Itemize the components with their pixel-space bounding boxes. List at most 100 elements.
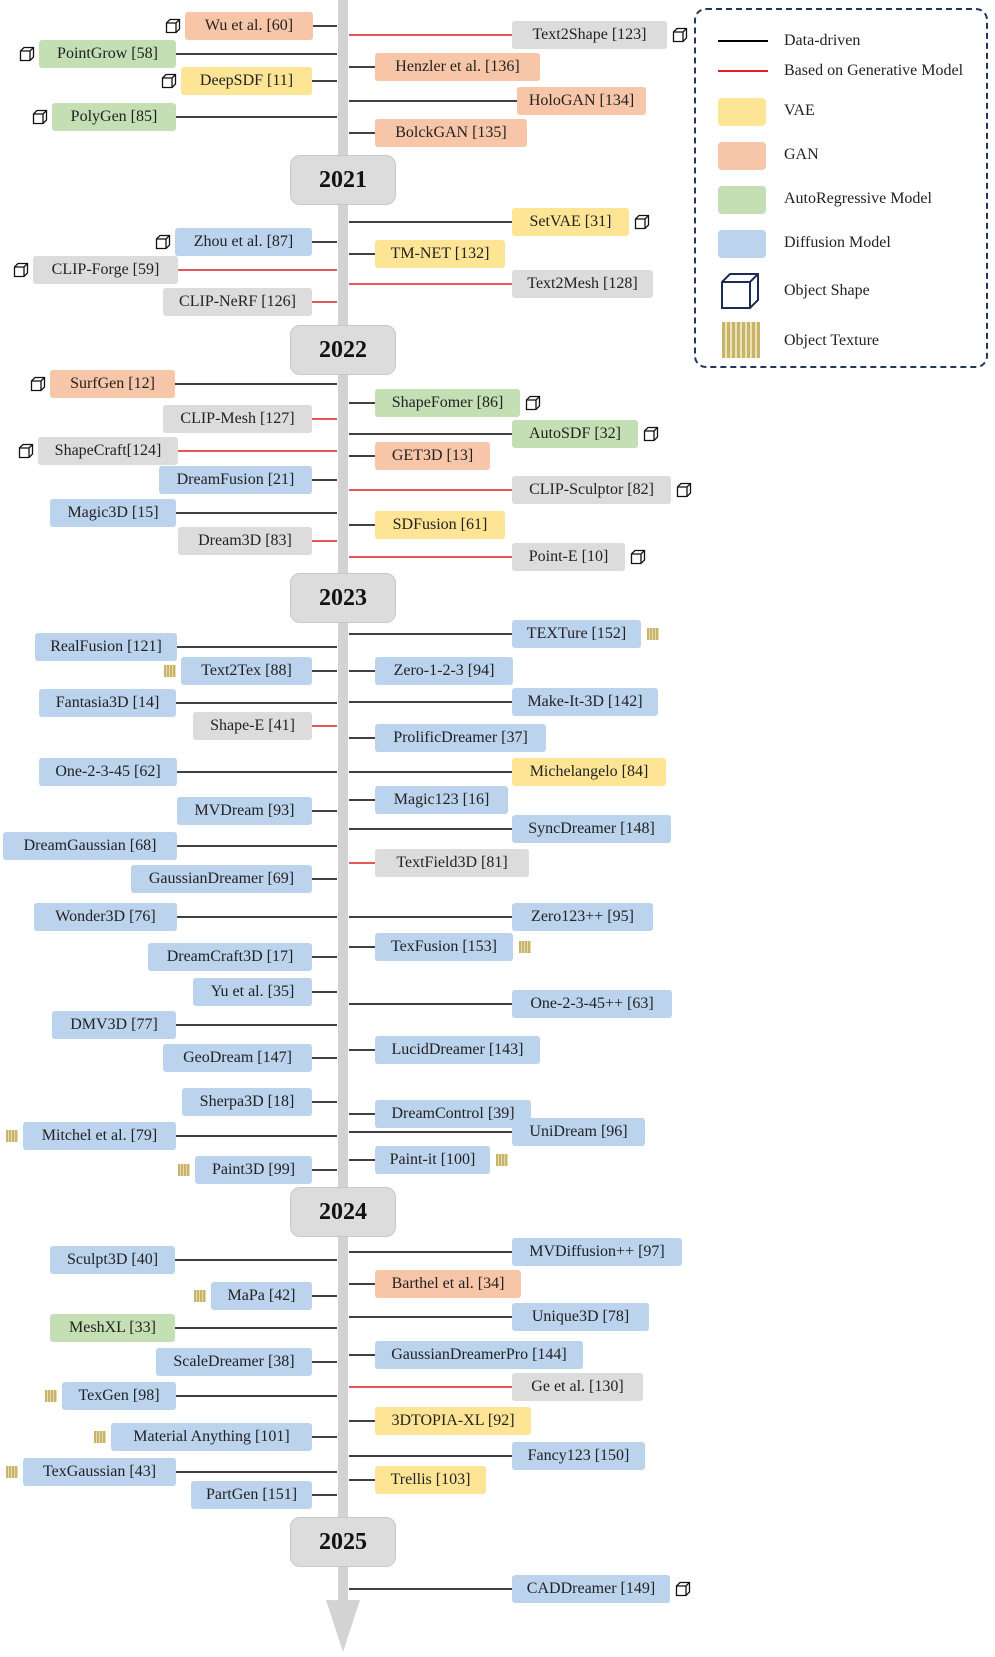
legend-texture: Object Texture (696, 322, 986, 358)
method-box[interactable]: GET3D [13] (375, 442, 490, 470)
method-box[interactable]: AutoSDF [32] (512, 420, 638, 448)
method-box[interactable]: Material Anything [101] (111, 1423, 312, 1451)
cube-icon (525, 395, 541, 411)
method-box[interactable]: Fantasia3D [14] (39, 689, 176, 717)
year-badge-2022: 2022 (290, 325, 396, 375)
texture-icon (722, 322, 760, 358)
method-box[interactable]: TEXTure [152] (512, 620, 641, 648)
cube-icon (18, 443, 34, 459)
method-box[interactable]: Paint3D [99] (195, 1156, 312, 1184)
method-box[interactable]: BolckGAN [135] (375, 119, 527, 147)
method-box[interactable]: Shape-E [41] (193, 712, 312, 740)
texture-icon (519, 941, 531, 953)
method-box[interactable]: HoloGAN [134] (517, 87, 646, 115)
method-box[interactable]: Text2Shape [123] (512, 21, 667, 49)
method-box[interactable]: RealFusion [121] (35, 633, 177, 661)
method-box[interactable]: GeoDream [147] (163, 1044, 312, 1072)
cube-icon (675, 1581, 691, 1597)
method-box[interactable]: Text2Tex [88] (181, 657, 312, 685)
legend-label: Based on Generative Model (784, 62, 964, 79)
year-badge-2025: 2025 (290, 1517, 396, 1567)
method-box[interactable]: DreamCraft3D [17] (148, 943, 312, 971)
method-box[interactable]: Make-It-3D [142] (512, 688, 658, 716)
method-box[interactable]: CADDreamer [149] (512, 1575, 670, 1603)
method-box[interactable]: MaPa [42] (211, 1282, 312, 1310)
method-box[interactable]: Henzler et al. [136] (375, 53, 540, 81)
method-box[interactable]: ScaleDreamer [38] (156, 1348, 312, 1376)
method-box[interactable]: PartGen [151] (191, 1481, 312, 1509)
method-box[interactable]: One-2-3-45++ [63] (512, 990, 672, 1018)
method-box[interactable]: Barthel et al. [34] (375, 1270, 521, 1298)
method-box[interactable]: Zero-1-2-3 [94] (375, 657, 513, 685)
legend-label: VAE (784, 102, 815, 119)
year-badge-2023: 2023 (290, 573, 396, 623)
method-box[interactable]: Unique3D [78] (512, 1303, 649, 1331)
method-box[interactable]: Sherpa3D [18] (182, 1088, 312, 1116)
method-box[interactable]: 3DTOPIA-XL [92] (375, 1407, 531, 1435)
method-box[interactable]: ShapeFomer [86] (375, 389, 520, 417)
cube-icon (165, 18, 181, 34)
method-box[interactable]: PolyGen [85] (52, 103, 176, 131)
cube-icon (161, 73, 177, 89)
method-box[interactable]: SurfGen [12] (50, 370, 175, 398)
method-box[interactable]: DeepSDF [11] (181, 67, 312, 95)
method-box[interactable]: GaussianDreamer [69] (131, 865, 312, 893)
method-box[interactable]: Point-E [10] (512, 543, 625, 571)
method-box[interactable]: Fancy123 [150] (512, 1442, 645, 1470)
method-box[interactable]: TexGaussian [43] (23, 1458, 176, 1486)
method-box[interactable]: One-2-3-45 [62] (39, 758, 177, 786)
method-box[interactable]: Magic123 [16] (375, 786, 508, 814)
method-box[interactable]: Zhou et al. [87] (175, 228, 312, 256)
method-box[interactable]: PointGrow [58] (39, 40, 176, 68)
legend-red-line (718, 70, 768, 72)
method-box[interactable]: DMV3D [77] (52, 1011, 176, 1039)
method-box[interactable]: ShapeCraft[124] (38, 437, 178, 465)
method-box[interactable]: DreamFusion [21] (159, 466, 312, 494)
cube-icon (672, 27, 688, 43)
method-box[interactable]: TexFusion [153] (375, 933, 513, 961)
method-box[interactable]: TexGen [98] (62, 1382, 176, 1410)
legend-swatch-gan (718, 142, 766, 170)
method-box[interactable]: Mitchel et al. [79] (23, 1122, 176, 1150)
method-box[interactable]: SyncDreamer [148] (512, 815, 671, 843)
method-box[interactable]: Ge et al. [130] (512, 1373, 643, 1401)
method-box[interactable]: CLIP-Sculptor [82] (512, 476, 671, 504)
method-box[interactable]: Michelangelo [84] (512, 758, 666, 786)
method-box[interactable]: Wonder3D [76] (34, 903, 177, 931)
method-box[interactable]: DreamControl [39] (375, 1100, 531, 1128)
method-box[interactable]: Paint-it [100] (375, 1146, 490, 1174)
method-box[interactable]: ProlificDreamer [37] (375, 724, 546, 752)
cube-icon (721, 273, 759, 309)
method-box[interactable]: Wu et al. [60] (185, 12, 313, 40)
method-box[interactable]: Dream3D [83] (178, 527, 312, 555)
method-box[interactable]: Yu et al. [35] (193, 978, 312, 1006)
method-box[interactable]: Sculpt3D [40] (50, 1246, 175, 1274)
method-box[interactable]: Trellis [103] (375, 1466, 486, 1494)
texture-icon (45, 1390, 57, 1402)
method-box[interactable]: GaussianDreamerPro [144] (375, 1341, 583, 1369)
method-box[interactable]: MVDiffusion++ [97] (512, 1238, 682, 1266)
method-box[interactable]: UniDream [96] (512, 1118, 645, 1146)
method-box[interactable]: Zero123++ [95] (512, 903, 653, 931)
method-box[interactable]: MeshXL [33] (50, 1314, 175, 1342)
legend-label: Diffusion Model (784, 234, 891, 251)
method-box[interactable]: SetVAE [31] (512, 208, 629, 236)
legend-black-line (718, 40, 768, 42)
method-box[interactable]: Magic3D [15] (50, 499, 176, 527)
method-box[interactable]: TextField3D [81] (375, 849, 529, 877)
method-box[interactable]: LucidDreamer [143] (375, 1036, 540, 1064)
legend-swatch-autoregressive (718, 186, 766, 214)
method-box[interactable]: CLIP-Forge [59] (33, 256, 178, 284)
method-box[interactable]: CLIP-NeRF [126] (163, 288, 312, 316)
legend-swatch-diffusion (718, 230, 766, 258)
method-box[interactable]: TM-NET [132] (375, 240, 505, 268)
method-box[interactable]: CLIP-Mesh [127] (163, 405, 312, 433)
method-box[interactable]: Text2Mesh [128] (512, 270, 653, 298)
cube-icon (676, 482, 692, 498)
legend: Data-driven Based on Generative Model VA… (694, 8, 988, 368)
method-box[interactable]: MVDream [93] (177, 797, 312, 825)
method-box[interactable]: SDFusion [61] (375, 511, 505, 539)
texture-icon (6, 1130, 18, 1142)
method-box[interactable]: DreamGaussian [68] (3, 832, 177, 860)
